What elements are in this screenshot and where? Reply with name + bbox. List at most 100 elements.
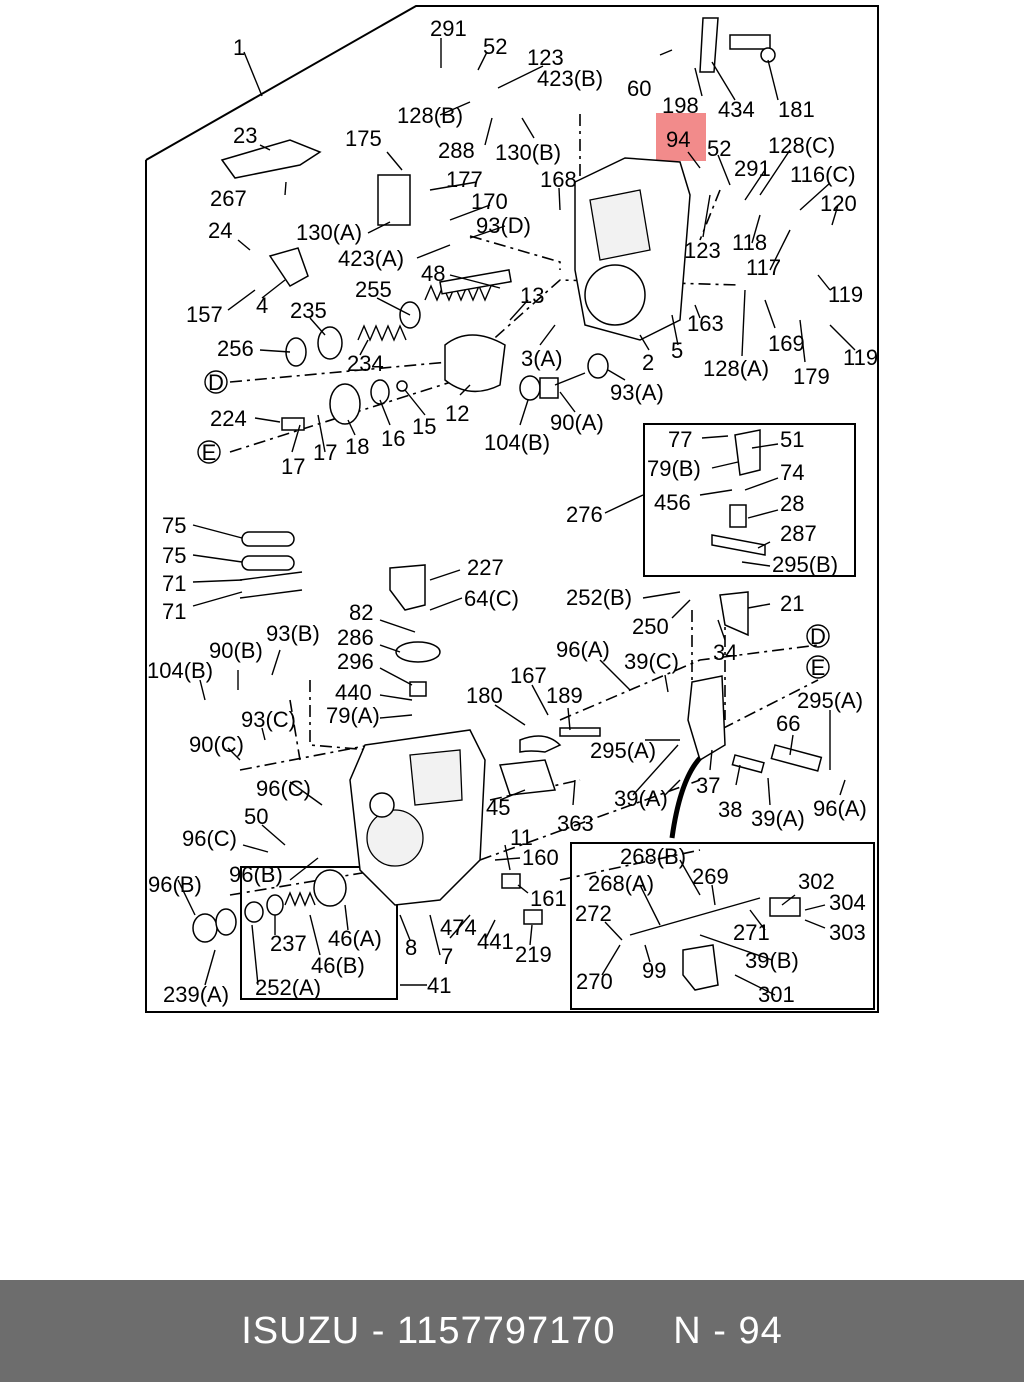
part-label: 295(A) bbox=[797, 688, 863, 713]
part-label: 180 bbox=[466, 683, 503, 708]
part-label: 93(A) bbox=[610, 380, 664, 405]
part-label: 28 bbox=[780, 491, 804, 516]
part-label: 161 bbox=[530, 886, 567, 911]
part-label: 301 bbox=[758, 982, 795, 1007]
part-label: 12 bbox=[445, 401, 469, 426]
part-label: 39(A) bbox=[614, 786, 668, 811]
part-label: 11 bbox=[510, 825, 533, 850]
part-label: 8 bbox=[405, 935, 417, 960]
part-label: 272 bbox=[575, 901, 612, 926]
part-label: 13 bbox=[520, 283, 544, 308]
part-label: 234 bbox=[347, 351, 384, 376]
part-label: 93(C) bbox=[241, 707, 296, 732]
part-label: 123 bbox=[527, 45, 564, 70]
part-label: 128(A) bbox=[703, 356, 769, 381]
part-label: 304 bbox=[829, 890, 866, 915]
part-label: 117 bbox=[746, 255, 781, 280]
part-label: 130(B) bbox=[495, 140, 561, 165]
part-label: 45 bbox=[486, 795, 510, 820]
part-label: 60 bbox=[627, 76, 651, 101]
part-label: 268(A) bbox=[588, 871, 654, 896]
part-label: 302 bbox=[798, 869, 835, 894]
part-label: 34 bbox=[713, 640, 737, 665]
part-label: 128(B) bbox=[397, 103, 463, 128]
part-label: 235 bbox=[290, 298, 327, 323]
part-label: 96(B) bbox=[229, 862, 283, 887]
part-info-footer: ISUZU - 1157797170 N - 94 bbox=[0, 1280, 1024, 1382]
part-label: 46(B) bbox=[311, 953, 365, 978]
part-label: 71 bbox=[162, 599, 186, 624]
part-label: 5 bbox=[671, 338, 683, 363]
part-label: 288 bbox=[438, 138, 475, 163]
part-label: 90(A) bbox=[550, 410, 604, 435]
part-label: 77 bbox=[668, 427, 692, 452]
part-label: 52 bbox=[707, 136, 731, 161]
part-label: 227 bbox=[467, 555, 504, 580]
part-label: 17 bbox=[281, 454, 305, 479]
part-label: 252(B) bbox=[566, 585, 632, 610]
part-label: 271 bbox=[733, 920, 770, 945]
part-label: 96(A) bbox=[813, 796, 867, 821]
part-label: 255 bbox=[355, 277, 392, 302]
part-label: 104(B) bbox=[147, 658, 213, 683]
part-label: 291 bbox=[734, 156, 771, 181]
part-label: 120 bbox=[820, 191, 857, 216]
part-label: 219 bbox=[515, 942, 552, 967]
part-label: 119 bbox=[828, 282, 863, 307]
part-label: 128(C) bbox=[768, 133, 835, 158]
part-label: 17 bbox=[313, 440, 337, 465]
part-label: 287 bbox=[780, 521, 817, 546]
part-label: 295(A) bbox=[590, 738, 656, 763]
part-labels: 1 291 52 123 423(B) 60 198 434 181 128(B… bbox=[147, 16, 878, 1007]
part-label: 175 bbox=[345, 126, 382, 151]
part-label: 177 bbox=[446, 167, 483, 192]
circle-label-d-2: D bbox=[810, 624, 826, 649]
part-label: 16 bbox=[381, 426, 405, 451]
part-label: 96(C) bbox=[256, 776, 311, 801]
part-label: 123 bbox=[684, 238, 721, 263]
part-label: 96(C) bbox=[182, 826, 237, 851]
part-label: 169 bbox=[768, 331, 805, 356]
part-label: 440 bbox=[335, 680, 372, 705]
part-label: 270 bbox=[576, 969, 613, 994]
part-label: 441 bbox=[477, 929, 514, 954]
part-label: 15 bbox=[412, 414, 436, 439]
circle-label-d-1: D bbox=[208, 370, 224, 395]
highlight-box bbox=[656, 113, 706, 161]
part-label: 39(A) bbox=[751, 806, 805, 831]
part-label: 71 bbox=[162, 571, 186, 596]
part-label: 256 bbox=[217, 336, 254, 361]
part-label: 74 bbox=[780, 460, 804, 485]
part-label: 434 bbox=[718, 97, 755, 122]
part-label: 7 bbox=[441, 944, 453, 969]
subassembly-frame-41 bbox=[240, 866, 398, 1000]
part-label: 286 bbox=[337, 625, 374, 650]
part-label: 23 bbox=[233, 123, 257, 148]
part-label: 291 bbox=[430, 16, 467, 41]
part-label: 82 bbox=[349, 600, 373, 625]
part-label: 90(C) bbox=[189, 732, 244, 757]
part-label: 52 bbox=[483, 34, 507, 59]
part-label: 269 bbox=[692, 864, 729, 889]
part-label: 157 bbox=[186, 302, 223, 327]
part-label: 296 bbox=[337, 649, 374, 674]
part-label: 75 bbox=[162, 513, 186, 538]
part-label: 179 bbox=[793, 364, 830, 389]
diagram-frame bbox=[145, 5, 879, 1013]
part-label: 267 bbox=[210, 186, 247, 211]
part-label: 21 bbox=[780, 591, 804, 616]
part-label: 24 bbox=[208, 218, 232, 243]
part-label: 18 bbox=[345, 434, 369, 459]
part-label: 119 bbox=[843, 345, 878, 370]
part-label: 116(C) bbox=[790, 162, 856, 187]
part-label: 163 bbox=[687, 311, 724, 336]
part-label: 252(A) bbox=[255, 975, 321, 1000]
part-label: 268(B) bbox=[620, 844, 686, 869]
part-label: 160 bbox=[522, 845, 559, 870]
part-label: 104(B) bbox=[484, 430, 550, 455]
part-label: 75 bbox=[162, 543, 186, 568]
part-label: 423(A) bbox=[338, 246, 404, 271]
part-label: 118 bbox=[732, 230, 767, 255]
part-label: 181 bbox=[778, 97, 815, 122]
